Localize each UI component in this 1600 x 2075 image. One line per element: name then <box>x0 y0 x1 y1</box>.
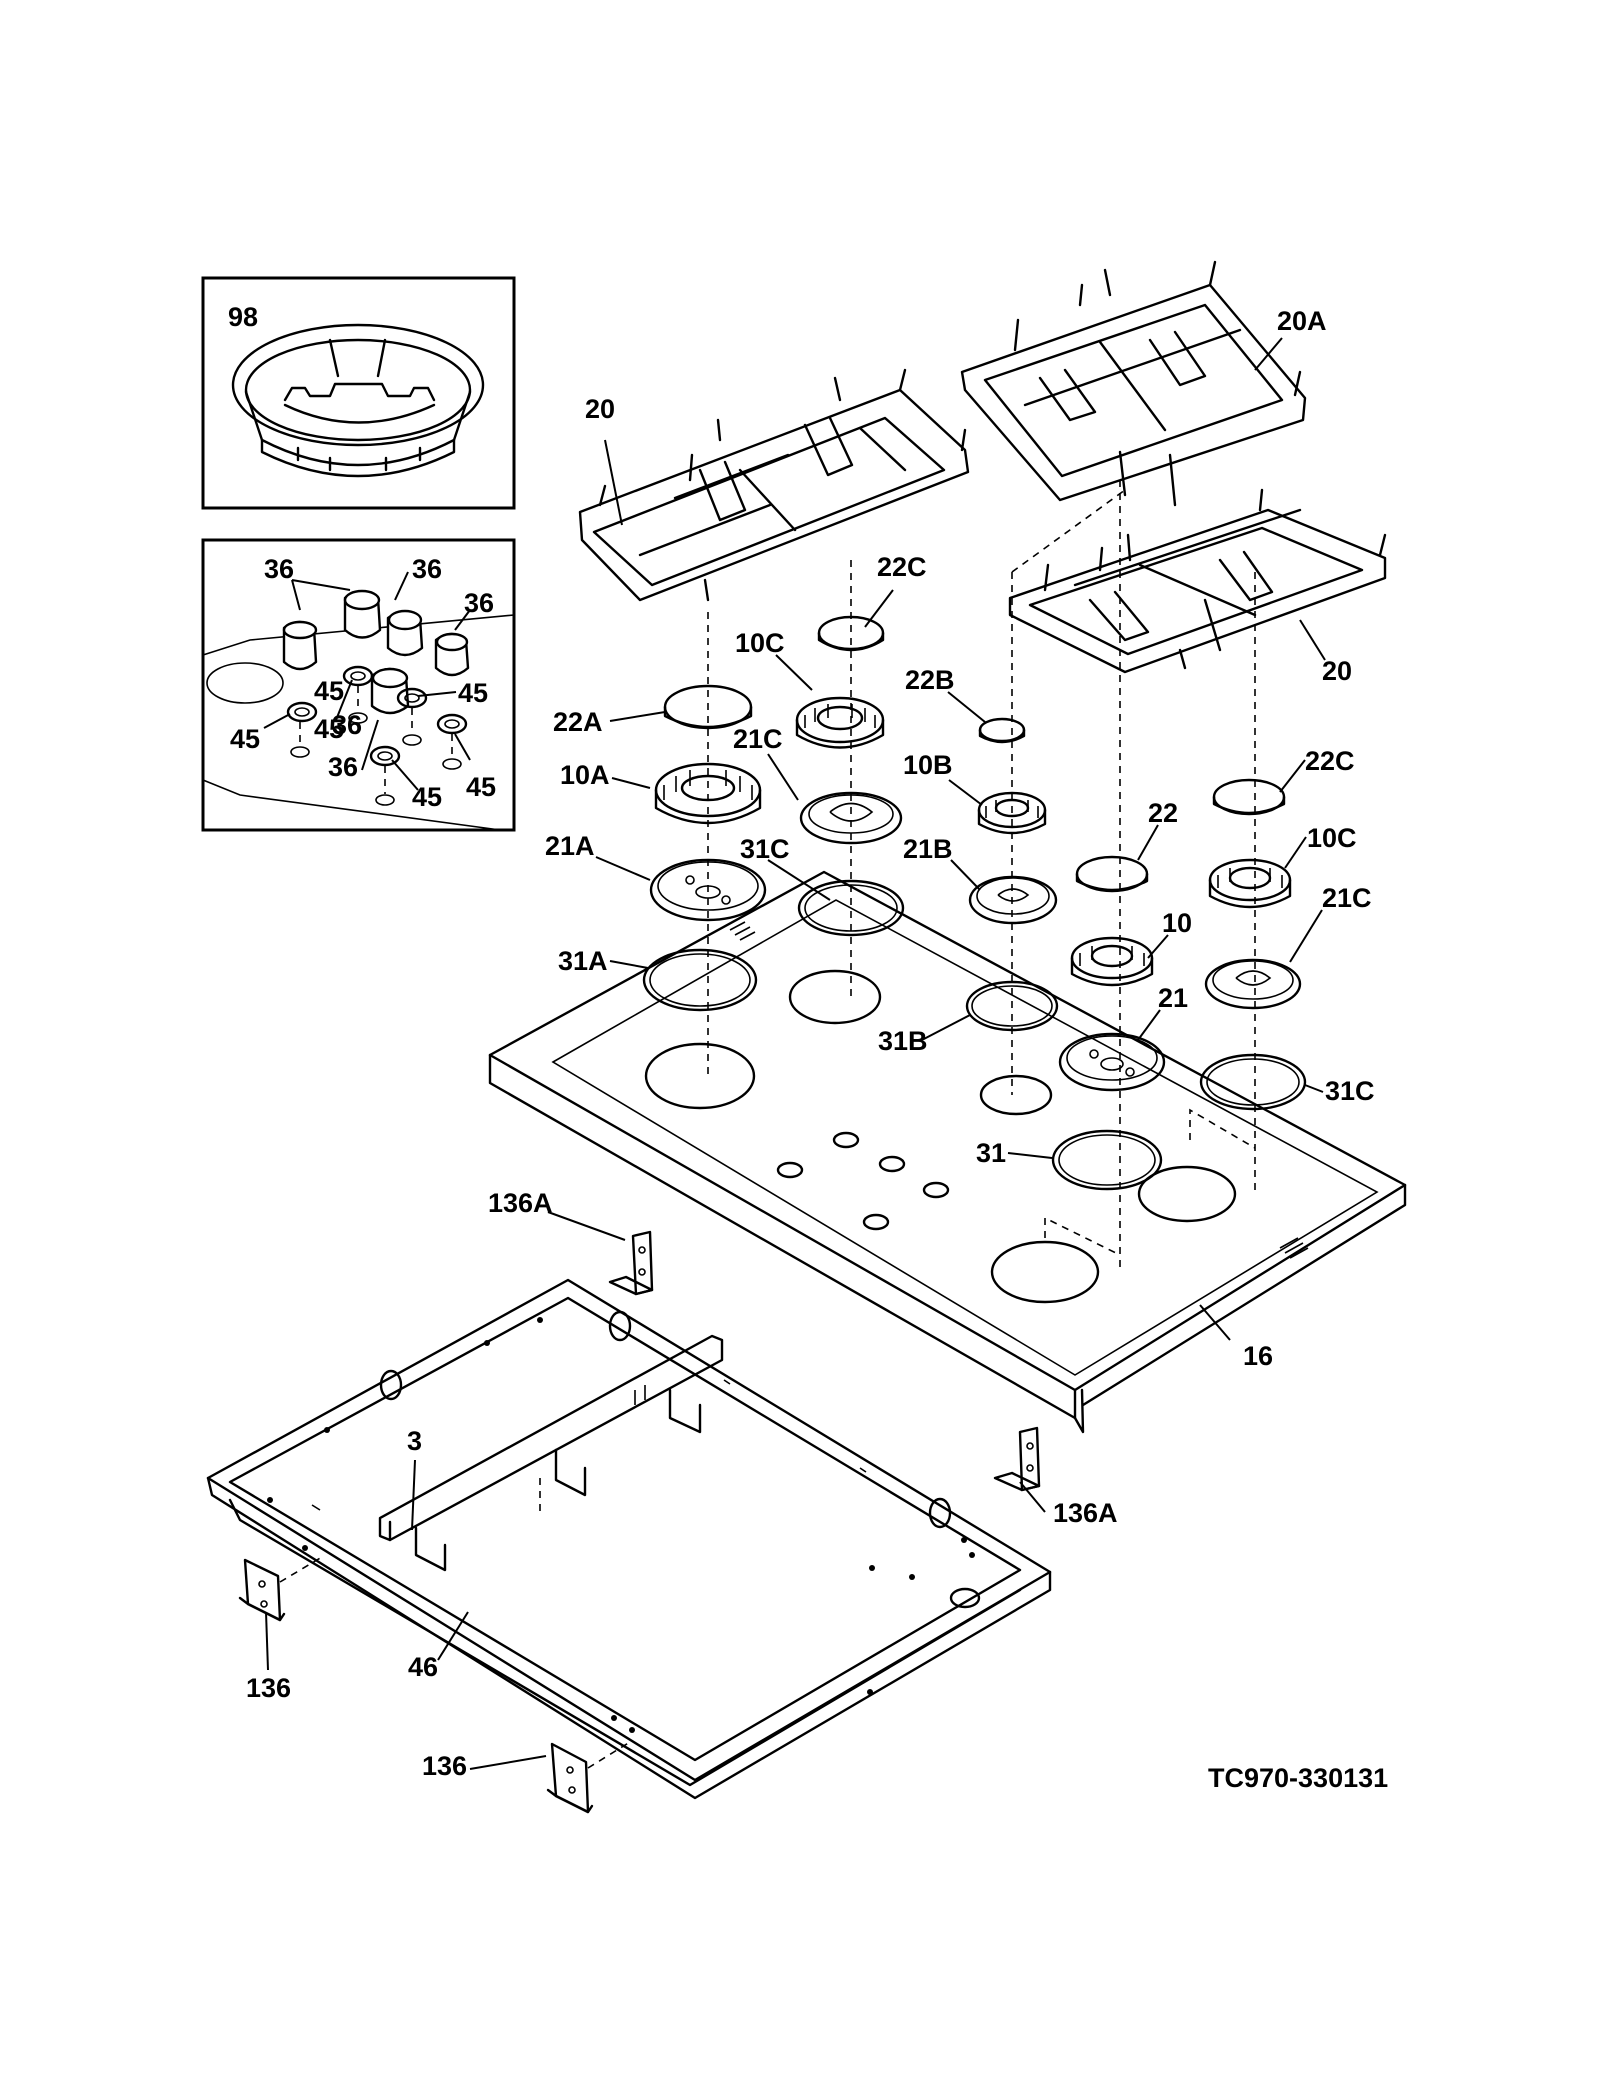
inset-box-knobs <box>201 538 516 832</box>
grate-right-rear-20a <box>960 260 1307 507</box>
label-36-d: 36 <box>332 710 362 740</box>
cooktop-16 <box>488 870 1407 1434</box>
knob-holes <box>290 712 462 806</box>
bracket-136a-right <box>993 1426 1041 1492</box>
label-16: 16 <box>1243 1341 1273 1371</box>
label-20a: 20A <box>1277 306 1327 336</box>
cap-22b <box>978 717 1026 744</box>
leader-lines <box>265 337 1326 1770</box>
label-136-left: 136 <box>246 1673 291 1703</box>
grate-left-20 <box>578 368 970 602</box>
mounting-pan-46 <box>206 1278 1052 1800</box>
burner-10 <box>1070 936 1154 987</box>
label-98: 98 <box>228 302 258 332</box>
cap-22a <box>663 684 753 730</box>
label-3: 3 <box>407 1426 422 1456</box>
label-22b: 22B <box>905 665 955 695</box>
cap-22 <box>1075 855 1149 893</box>
wok-ring-illustration <box>231 323 485 478</box>
head-21 <box>1058 1032 1166 1092</box>
label-21a: 21A <box>545 831 595 861</box>
label-136-bottom: 136 <box>422 1751 467 1781</box>
label-10: 10 <box>1162 908 1192 938</box>
knob-36-c <box>386 609 424 657</box>
burner-10c-right <box>1208 858 1292 909</box>
cap-22c-right <box>1212 778 1286 816</box>
label-45-c: 45 <box>458 678 488 708</box>
inset-box-wok-ring <box>201 276 516 510</box>
label-45-b: 45 <box>314 714 344 744</box>
label-36-b: 36 <box>412 554 442 584</box>
grate-right-front-20 <box>1008 488 1387 674</box>
label-31: 31 <box>976 1138 1006 1168</box>
label-136a-top: 136A <box>488 1188 553 1218</box>
drawing-code: TC970-330131 <box>1208 1763 1388 1793</box>
head-21c-right <box>1204 958 1302 1010</box>
ring-31 <box>1051 1129 1163 1191</box>
label-31c-top: 31C <box>740 834 790 864</box>
label-22: 22 <box>1148 798 1178 828</box>
knob-leader-lines <box>263 571 471 791</box>
assembly-centerlines <box>707 480 1256 1272</box>
label-31b: 31B <box>878 1026 928 1056</box>
label-45-f: 45 <box>314 676 344 706</box>
label-45-d: 45 <box>466 772 496 802</box>
label-31a: 31A <box>558 946 608 976</box>
knob-36-d <box>434 632 470 677</box>
knob-panel-illustration <box>202 589 515 831</box>
label-10b: 10B <box>903 750 953 780</box>
label-36-c: 36 <box>464 588 494 618</box>
ring-31c-right <box>1199 1053 1307 1111</box>
label-20-right: 20 <box>1322 656 1352 686</box>
inset-wok-ring: 98 <box>201 276 516 510</box>
label-21: 21 <box>1158 983 1188 1013</box>
label-46: 46 <box>408 1652 438 1682</box>
label-36-a: 36 <box>264 554 294 584</box>
bracket-136a-top <box>608 1230 654 1296</box>
label-21c-right: 21C <box>1322 883 1372 913</box>
part-labels: 20 20A 20 22C 10C 22A 21C 10A 21A 31C 31… <box>246 306 1388 1793</box>
knob-36-b <box>343 589 382 639</box>
support-bar-3 <box>378 1334 724 1572</box>
bezels-45 <box>286 665 468 767</box>
head-21b <box>968 875 1058 925</box>
cap-22c-top <box>817 615 885 652</box>
label-45-a: 45 <box>230 724 260 754</box>
burner-10c-top <box>795 696 885 749</box>
label-22c-top: 22C <box>877 552 927 582</box>
label-36-e: 36 <box>328 752 358 782</box>
label-21c-top: 21C <box>733 724 783 754</box>
bracket-136-bottom <box>546 1741 631 1814</box>
label-22c-right: 22C <box>1305 746 1355 776</box>
label-31c-right: 31C <box>1325 1076 1375 1106</box>
knob-36-a <box>282 620 318 671</box>
label-45-e: 45 <box>412 782 442 812</box>
label-22a: 22A <box>553 707 603 737</box>
label-21b: 21B <box>903 834 953 864</box>
label-10c-right: 10C <box>1307 823 1357 853</box>
ring-31a <box>642 948 758 1012</box>
label-10c-top: 10C <box>735 628 785 658</box>
label-10a: 10A <box>560 760 610 790</box>
label-136a-right: 136A <box>1053 1498 1118 1528</box>
label-20-left: 20 <box>585 394 615 424</box>
bracket-136-left <box>238 1556 323 1622</box>
inset-control-knobs: 36 36 36 36 36 45 45 45 45 45 45 <box>201 538 516 832</box>
